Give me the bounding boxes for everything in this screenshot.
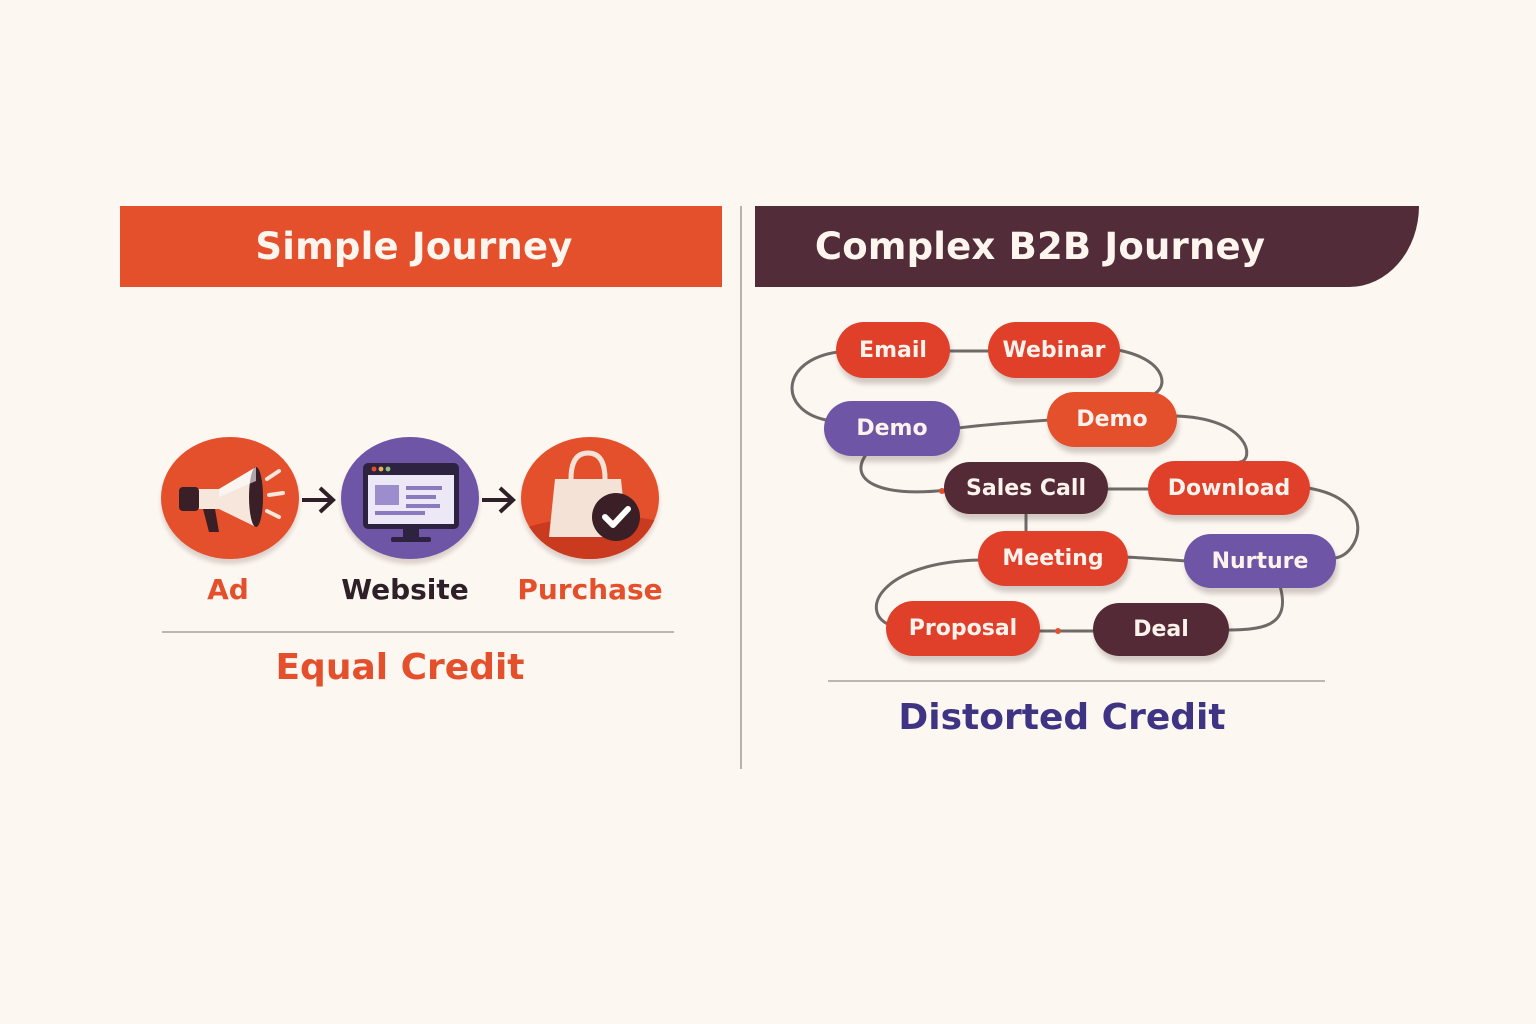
touchpoint-demo-orange: Demo xyxy=(1047,392,1177,447)
shopping-bag-check-icon xyxy=(521,450,659,559)
distorted-credit-label: Distorted Credit xyxy=(898,697,1226,738)
touchpoint-meeting: Meeting xyxy=(978,531,1128,586)
ad-circle xyxy=(161,437,299,559)
equal-credit-label: Equal Credit xyxy=(275,647,525,688)
touchpoint-webinar: Webinar xyxy=(988,322,1120,378)
arrow-right-icon xyxy=(482,486,516,514)
touchpoint-nurture: Nurture xyxy=(1184,534,1336,588)
left-divider-line xyxy=(162,631,674,633)
touchpoint-download: Download xyxy=(1148,461,1310,515)
touchpoint-proposal: Proposal xyxy=(886,601,1040,656)
complex-b2b-journey-title: Complex B2B Journey xyxy=(814,225,1266,268)
monitor-icon xyxy=(363,463,459,542)
complex-b2b-journey-banner: Complex B2B Journey xyxy=(755,206,1419,287)
simple-journey-banner: Simple Journey xyxy=(120,206,722,287)
step-label-purchase: Purchase xyxy=(517,573,663,606)
touchpoint-email: Email xyxy=(836,322,950,378)
simple-journey-title: Simple Journey xyxy=(255,225,573,268)
panel-divider xyxy=(740,206,742,769)
step-label-ad: Ad xyxy=(207,573,249,606)
touchpoint-demo-purple: Demo xyxy=(824,401,960,456)
purchase-circle xyxy=(521,437,659,559)
megaphone-icon xyxy=(179,467,285,532)
right-divider-line xyxy=(828,680,1325,682)
touchpoint-deal: Deal xyxy=(1093,603,1229,656)
touchpoint-sales-call: Sales Call xyxy=(944,462,1108,514)
arrow-right-icon xyxy=(302,486,336,514)
step-label-website: Website xyxy=(341,573,469,606)
website-circle xyxy=(341,437,479,559)
